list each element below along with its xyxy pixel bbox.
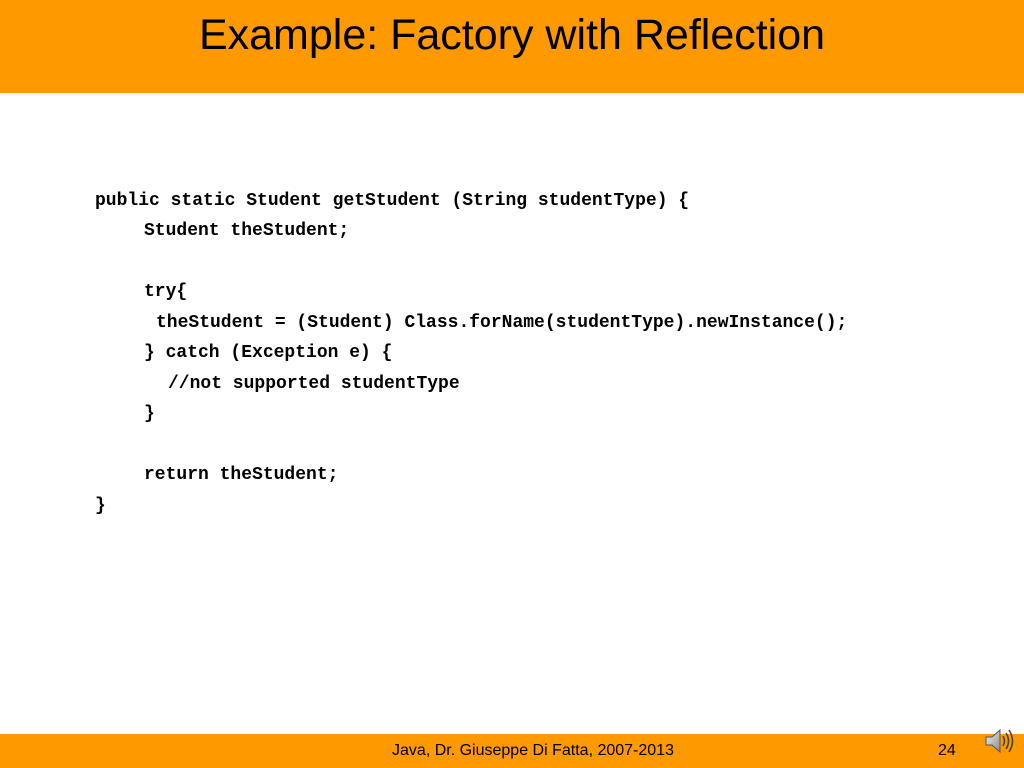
code-line: Student theStudent;: [144, 221, 350, 241]
page-number: 24: [938, 742, 956, 759]
footer-text: Java, Dr. Giuseppe Di Fatta, 2007-2013: [392, 742, 674, 759]
code-line: //not supported studentType: [168, 374, 460, 394]
footer-bar: Java, Dr. Giuseppe Di Fatta, 2007-2013 2…: [0, 734, 1024, 768]
code-line: public static Student getStudent (String…: [95, 191, 690, 211]
code-line: }: [95, 496, 106, 516]
code-line: return theStudent;: [144, 465, 339, 485]
slide-title: Example: Factory with Reflection: [198, 11, 826, 59]
code-line: theStudent = (Student) Class.forName(stu…: [156, 313, 848, 333]
speaker-icon[interactable]: [982, 724, 1016, 758]
code-line: }: [144, 404, 155, 424]
code-line: try{: [144, 282, 188, 302]
code-line: } catch (Exception e) {: [144, 343, 393, 363]
title-bar: Example: Factory with Reflection: [0, 0, 1024, 93]
